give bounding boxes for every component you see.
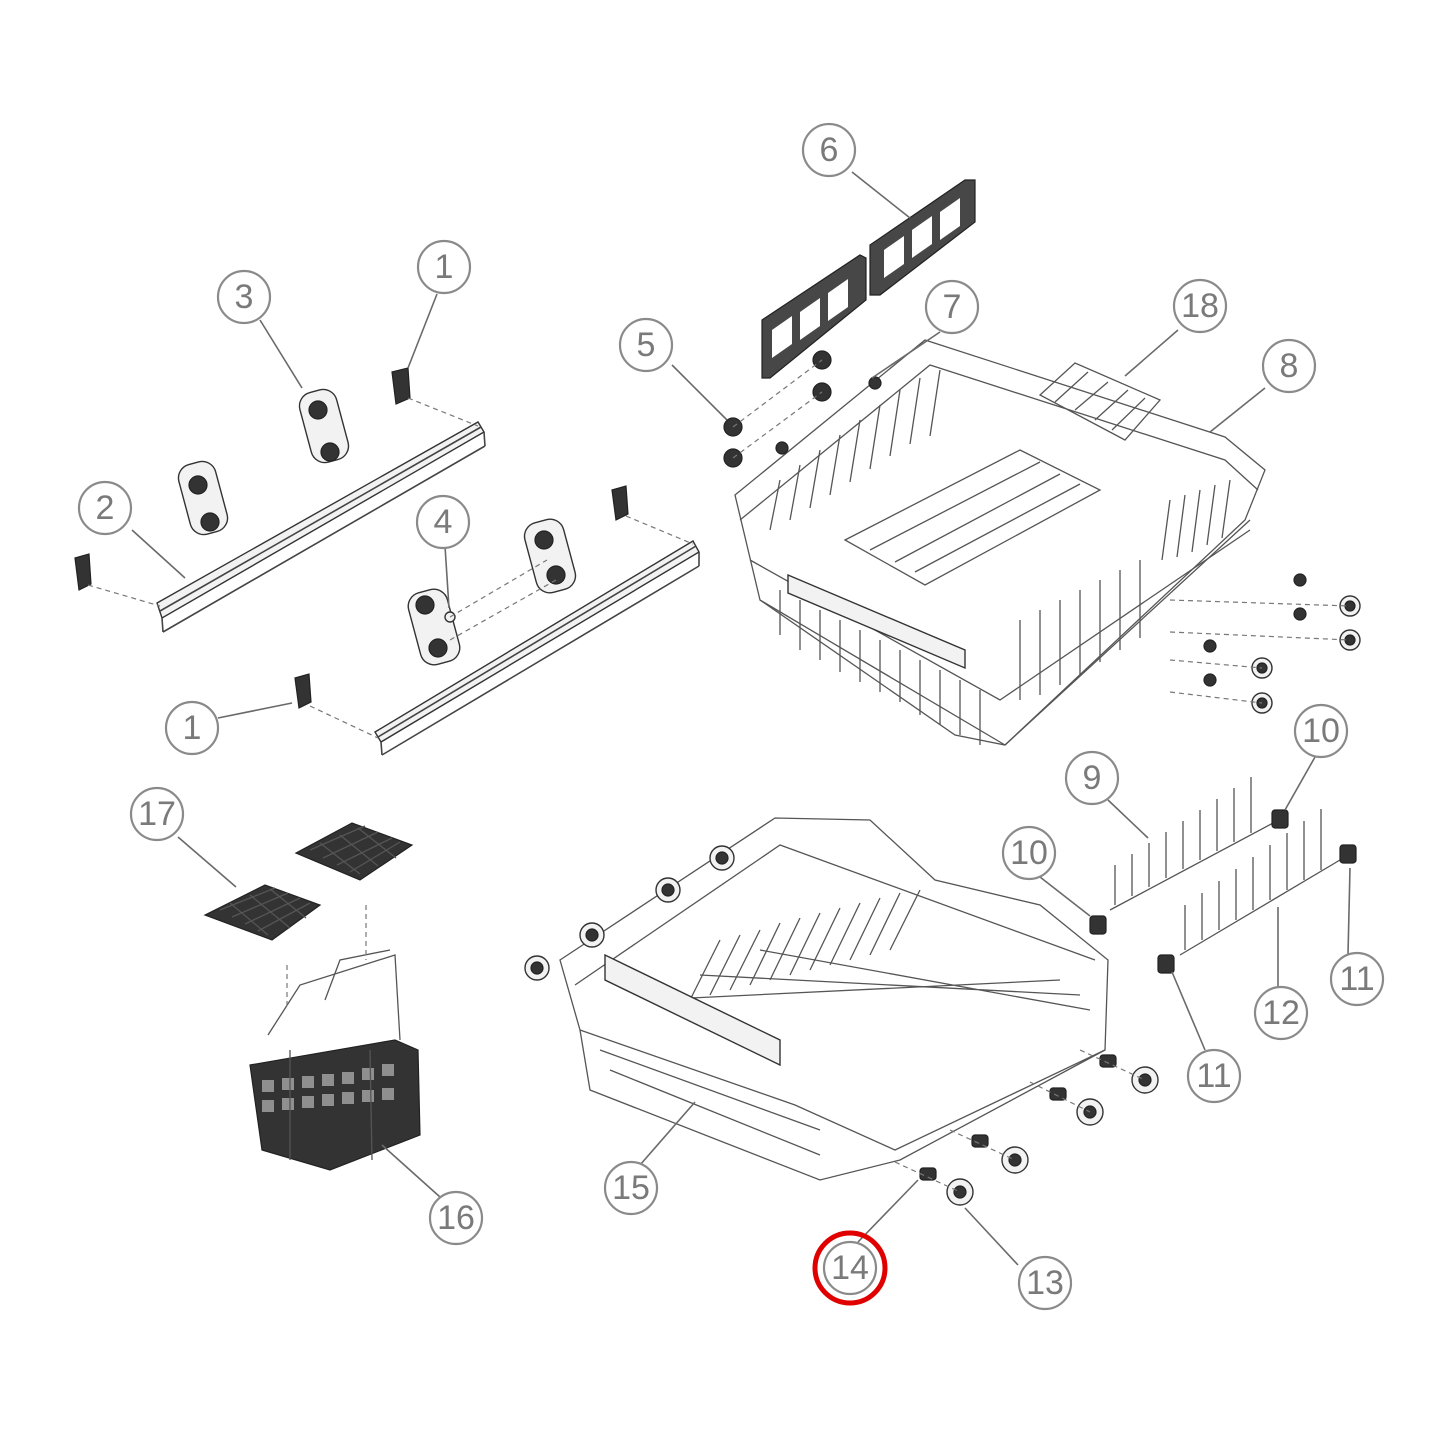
svg-text:5: 5 (637, 326, 656, 364)
svg-text:8: 8 (1280, 347, 1299, 385)
lower-rack (524, 777, 1357, 1206)
callout-9[interactable]: 9 (1064, 750, 1120, 806)
svg-text:15: 15 (612, 1169, 650, 1207)
svg-text:9: 9 (1083, 759, 1102, 797)
callout-6[interactable]: 6 (801, 122, 857, 178)
callouts: 1 1 2 3 4 5 6 7 8 9 10 10 11 11 12 13 14… (77, 122, 1385, 1311)
svg-text:11: 11 (1196, 1057, 1231, 1095)
callout-8[interactable]: 8 (1261, 338, 1317, 394)
tine-clip-part (1089, 809, 1357, 974)
callout-4[interactable]: 4 (415, 494, 471, 550)
upper-rack-tines (769, 369, 1231, 745)
upper-rack-insert (843, 362, 1162, 586)
rail-assembly-guides (87, 397, 694, 739)
callout-16[interactable]: 16 (428, 1190, 484, 1246)
callout-15[interactable]: 15 (603, 1160, 659, 1216)
callout-11a[interactable]: 11 (1329, 951, 1385, 1007)
callout-1a[interactable]: 1 (416, 239, 472, 295)
cup-shelf-part (761, 179, 976, 379)
upper-rack-clips (723, 350, 882, 468)
fold-down-tines-part (1109, 777, 1341, 956)
svg-text:1: 1 (435, 248, 454, 286)
callout-11b[interactable]: 11 (1186, 1048, 1242, 1104)
svg-text:18: 18 (1181, 287, 1219, 325)
callout-7[interactable]: 7 (924, 279, 980, 335)
callout-18[interactable]: 18 (1172, 278, 1228, 334)
rail-lower (374, 540, 700, 756)
svg-text:2: 2 (96, 489, 115, 527)
lower-rack-handle (604, 953, 781, 1067)
callout-14[interactable]: 14 (812, 1230, 888, 1306)
callout-1b[interactable]: 1 (164, 700, 220, 756)
callout-10a[interactable]: 10 (1293, 703, 1349, 759)
highlight-ring (812, 1230, 888, 1306)
callout-5[interactable]: 5 (618, 317, 674, 373)
svg-text:16: 16 (437, 1199, 475, 1237)
rail-assembly (74, 367, 700, 756)
svg-text:7: 7 (943, 288, 962, 326)
upper-rack (723, 179, 1361, 746)
svg-text:10: 10 (1302, 712, 1340, 750)
callout-13[interactable]: 13 (1017, 1255, 1073, 1311)
upper-rack-wheels (1169, 573, 1361, 714)
lower-rack-tines (689, 889, 921, 1001)
rail-upper (156, 421, 486, 633)
callout-10b[interactable]: 10 (1001, 825, 1057, 881)
cutlery-basket (203, 822, 421, 1171)
lower-rack-left-wheels (524, 845, 735, 981)
wheel-carrier-part (177, 388, 577, 666)
lower-rack-right-wheels (894, 1049, 1159, 1206)
callout-2[interactable]: 2 (77, 480, 133, 536)
svg-text:10: 10 (1010, 834, 1048, 872)
svg-text:3: 3 (235, 278, 254, 316)
svg-text:4: 4 (434, 503, 453, 541)
svg-text:6: 6 (820, 131, 839, 169)
end-cap-part (74, 367, 629, 709)
callout-12[interactable]: 12 (1253, 985, 1309, 1041)
svg-text:14: 14 (831, 1249, 869, 1287)
svg-text:17: 17 (138, 795, 176, 833)
leader-lines (131, 171, 1351, 1266)
callout-3[interactable]: 3 (216, 269, 272, 325)
basket-lid-part (203, 822, 414, 1010)
svg-text:11: 11 (1339, 960, 1374, 998)
upper-rack-handle (787, 573, 966, 670)
callout-17[interactable]: 17 (129, 786, 185, 842)
svg-text:12: 12 (1262, 994, 1300, 1032)
svg-text:13: 13 (1026, 1264, 1064, 1302)
svg-text:1: 1 (183, 709, 202, 747)
